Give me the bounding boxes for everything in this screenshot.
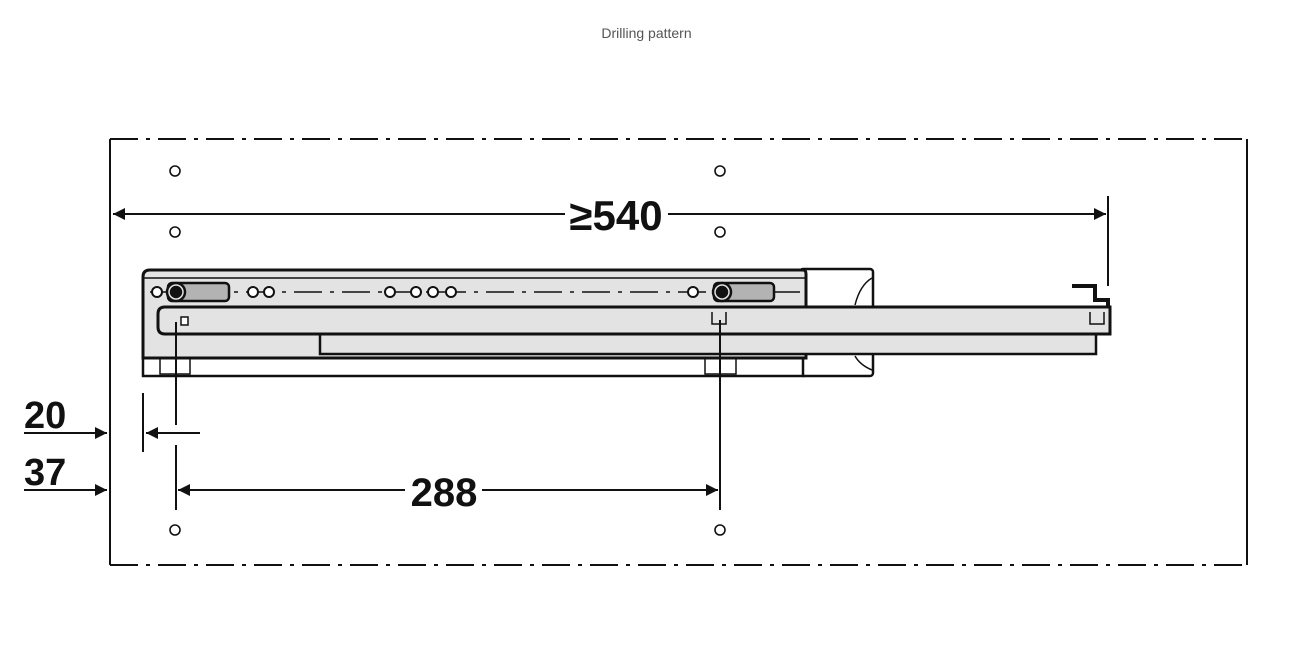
dimension-hole-spacing: 288 bbox=[411, 471, 478, 515]
cabinet-frame bbox=[109, 138, 1248, 566]
dimension-offset-row: 37 bbox=[24, 452, 66, 494]
drill-hole bbox=[714, 524, 726, 536]
drill-hole bbox=[169, 165, 181, 177]
diagram-title: Drilling pattern bbox=[601, 25, 692, 41]
dimension-lines bbox=[24, 196, 1109, 510]
drill-hole bbox=[714, 165, 726, 177]
drawer-slide bbox=[141, 267, 1112, 378]
cam-lever bbox=[165, 281, 231, 303]
dimension-offset-front: 20 bbox=[24, 395, 66, 437]
drill-hole bbox=[169, 226, 181, 238]
drill-holes bbox=[169, 165, 726, 536]
drill-hole bbox=[169, 524, 181, 536]
drill-hole bbox=[714, 226, 726, 238]
dimension-overall-length: ≥540 bbox=[569, 192, 662, 239]
cam-lever bbox=[711, 281, 776, 303]
